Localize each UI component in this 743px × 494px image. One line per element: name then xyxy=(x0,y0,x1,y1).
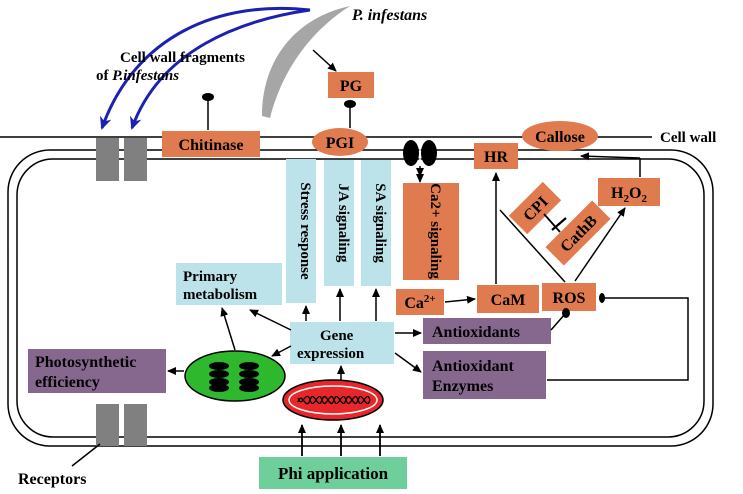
antioxidants-box xyxy=(423,318,551,344)
pg-box xyxy=(328,72,374,98)
cpi-box: CPI xyxy=(508,181,562,235)
dna-helix-icon-2 xyxy=(297,395,371,404)
primary-metabolism-line2: metabolism xyxy=(183,287,258,303)
calcium-channel-right xyxy=(421,140,437,166)
gene-expression-box xyxy=(290,322,394,364)
pathogen-label: P. infestans xyxy=(351,7,427,24)
receptor-bottom-left xyxy=(96,404,119,446)
thylakoid-stack-right xyxy=(239,362,259,392)
ja-signaling-label: JA signaling xyxy=(335,184,351,263)
chloroplast xyxy=(184,350,286,402)
cell-membrane-inner xyxy=(16,158,705,438)
nucleus xyxy=(282,379,384,421)
sa-signaling-label: SA signaling xyxy=(372,183,388,263)
ros-box xyxy=(542,283,596,311)
chitinase-box xyxy=(162,131,260,157)
hr-label: HR xyxy=(484,149,508,166)
receptor-bottom-right xyxy=(124,404,147,446)
chitinase-label: Chitinase xyxy=(179,137,244,154)
primary-metabolism-box xyxy=(176,263,282,305)
antioxidant-enzymes-line1: Antioxidant xyxy=(432,358,514,375)
antioxidant-enzymes-line2: Enzymes xyxy=(432,378,493,395)
antioxidants-inhibit-cap xyxy=(562,308,570,318)
pathogen-to-pg-arrow xyxy=(312,49,337,72)
gene-to-primary-arrow xyxy=(249,309,292,331)
sa-signaling-box xyxy=(361,160,391,286)
gene-to-chloroplast-arrow xyxy=(271,345,292,357)
receptor-top-right xyxy=(124,138,147,181)
fragments-label-line1: Cell wall fragments xyxy=(120,50,245,66)
photosynthetic-line1: Photosynthetic xyxy=(35,354,136,371)
pathogen-crescent xyxy=(262,6,350,118)
hr-to-ros-line xyxy=(499,209,566,283)
phi-application-box xyxy=(259,457,407,489)
pgi-ellipse xyxy=(312,128,368,156)
stress-response-box xyxy=(286,159,316,303)
ca2-to-cam-arrow xyxy=(444,295,476,304)
cathb-box: CathB xyxy=(545,200,611,266)
gene-to-enzymes-arrow xyxy=(394,352,422,373)
receptors-label: Receptors xyxy=(18,471,86,488)
stress-response-label: Stress response xyxy=(297,182,313,280)
pgi-label: PGI xyxy=(326,135,354,152)
gene-expression-line2: expression xyxy=(297,346,365,362)
cpi-inhibits-cathb xyxy=(543,213,561,233)
cpi-inhibits-cathb-bar xyxy=(551,217,567,231)
h2o2-box xyxy=(598,178,660,206)
enzymes-feedback-line xyxy=(547,297,689,381)
ca-signaling-label: Ca2+ signaling xyxy=(427,183,443,279)
h2o2-label: H2O2 xyxy=(611,185,647,205)
fragment-arrow-1 xyxy=(100,6,311,130)
primary-metabolism-line1: Primary xyxy=(183,269,238,285)
fragment-arrow-2 xyxy=(130,8,311,130)
enzymes-inhibit-cap xyxy=(599,293,605,303)
nucleus-inner xyxy=(288,385,378,415)
photosynthetic-efficiency-box xyxy=(28,349,166,393)
chloroplast-to-primary-arrow xyxy=(220,307,236,351)
ros-to-h2o2-arrow xyxy=(574,207,626,282)
antioxidants-label: Antioxidants xyxy=(432,324,520,341)
chitinase-inhibit-cap xyxy=(202,93,214,101)
photosynthetic-line2: efficiency xyxy=(35,374,100,391)
hr-box xyxy=(474,143,518,169)
calcium-channel-left xyxy=(403,140,419,166)
antioxidants-inhibit-ros xyxy=(550,313,566,331)
cell-wall-label: Cell wall xyxy=(660,130,716,146)
phi-application-label: Phi application xyxy=(278,464,389,483)
thylakoid-stack-left xyxy=(209,362,229,392)
cam-box xyxy=(477,285,539,313)
antioxidant-enzymes-box xyxy=(423,351,546,399)
pgi-inhibit-cap xyxy=(344,100,356,108)
receptor-top-left xyxy=(96,138,119,181)
fragments-label-line2: of P.infestans xyxy=(96,68,179,84)
cam-label: CaM xyxy=(491,292,526,309)
callose-ellipse xyxy=(522,121,598,151)
receptor-pointer xyxy=(71,443,101,467)
ros-label: ROS xyxy=(553,290,586,307)
ca2-box xyxy=(396,289,444,315)
pg-label: PG xyxy=(340,78,363,95)
gene-expression-line1: Gene xyxy=(320,328,354,344)
h2o2-to-callose-arrow-2 xyxy=(580,152,641,161)
callose-label: Callose xyxy=(535,129,585,146)
ca-signaling-box xyxy=(403,183,459,280)
ja-signaling-box xyxy=(324,160,354,286)
